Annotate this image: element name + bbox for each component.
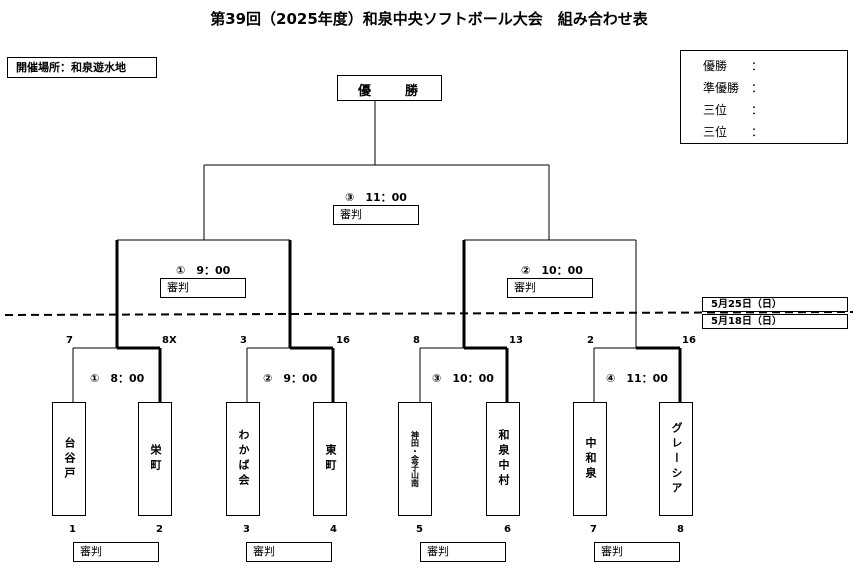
team-name: グレーシア <box>670 421 683 497</box>
score-game-1-right: 8X <box>162 335 177 346</box>
score-game-4-right: 16 <box>682 335 696 346</box>
umpire-box-game-2: 審判 <box>246 542 332 562</box>
date-divider-line <box>4 311 854 316</box>
seed-6: 6 <box>504 524 511 535</box>
round1-game-2-time: ② 9：00 <box>263 372 318 385</box>
results-box: 優勝 ： 準優勝 ： 三位 ： 三位 ： <box>680 50 848 144</box>
umpire-box-final: 審判 <box>333 205 419 225</box>
semi-1-game-time: ① 9：00 <box>176 264 231 277</box>
team-name: 和泉中村 <box>497 429 510 489</box>
score-game-4-left: 2 <box>587 335 594 346</box>
seed-7: 7 <box>590 524 597 535</box>
champion-label-left: 優 <box>358 84 372 99</box>
team-box-1: 台谷戸 <box>52 402 86 516</box>
team-name: 中和泉 <box>584 436 597 482</box>
umpire-box-game-4: 審判 <box>594 542 680 562</box>
champion-box: 優 勝 <box>337 75 442 101</box>
umpire-box-semi-2: 審判 <box>507 278 593 298</box>
umpire-box-game-3: 審判 <box>420 542 506 562</box>
semi-2-game-time: ② 10：00 <box>521 264 583 277</box>
team-name: わかば会 <box>237 429 250 489</box>
final-game-time: ③ 11：00 <box>345 191 407 204</box>
result-value: ： <box>751 81 764 95</box>
round1-game-3-time: ③ 10：00 <box>432 372 494 385</box>
umpire-box-semi-1: 審判 <box>160 278 246 298</box>
team-box-5: 神田・金子山南 <box>398 402 432 516</box>
score-game-1-left: 7 <box>66 335 73 346</box>
team-box-4: 東町 <box>313 402 347 516</box>
team-box-7: 中和泉 <box>573 402 607 516</box>
date-lower: 5月18日（日） <box>702 314 848 329</box>
score-game-3-left: 8 <box>413 335 420 346</box>
score-game-2-left: 3 <box>240 335 247 346</box>
seed-1: 1 <box>69 524 76 535</box>
team-name: 東町 <box>324 444 337 474</box>
venue-label: 開催場所：和泉遊水地 <box>7 57 157 78</box>
umpire-box-game-1: 審判 <box>73 542 159 562</box>
result-value: ： <box>751 59 764 73</box>
result-row-winner: 優勝 ： <box>703 57 763 74</box>
team-box-8: グレーシア <box>659 402 693 516</box>
seed-8: 8 <box>677 524 684 535</box>
result-row-third-1: 三位 ： <box>703 101 763 118</box>
result-value: ： <box>751 103 764 117</box>
result-label: 優勝 <box>703 59 728 73</box>
round1-game-4-time: ④ 11：00 <box>606 372 668 385</box>
date-upper: 5月25日（日） <box>702 297 848 312</box>
seed-3: 3 <box>243 524 250 535</box>
round1-game-1-time: ① 8：00 <box>90 372 145 385</box>
team-box-3: わかば会 <box>226 402 260 516</box>
result-row-runner-up: 準優勝 ： <box>703 79 763 96</box>
seed-2: 2 <box>156 524 163 535</box>
team-name: 神田・金子山南 <box>410 431 420 487</box>
score-game-3-right: 13 <box>509 335 523 346</box>
page-title: 第39回（2025年度）和泉中央ソフトボール大会 組み合わせ表 <box>210 10 648 28</box>
seed-4: 4 <box>330 524 337 535</box>
champion-label-right: 勝 <box>405 84 419 99</box>
score-game-2-right: 16 <box>336 335 350 346</box>
team-name: 台谷戸 <box>63 436 76 482</box>
result-label: 三位 <box>703 103 728 117</box>
result-value: ： <box>751 125 764 139</box>
team-name: 栄町 <box>149 444 162 474</box>
team-box-6: 和泉中村 <box>486 402 520 516</box>
result-row-third-2: 三位 ： <box>703 123 763 140</box>
team-box-2: 栄町 <box>138 402 172 516</box>
result-label: 三位 <box>703 125 728 139</box>
seed-5: 5 <box>416 524 423 535</box>
result-label: 準優勝 <box>703 81 740 95</box>
